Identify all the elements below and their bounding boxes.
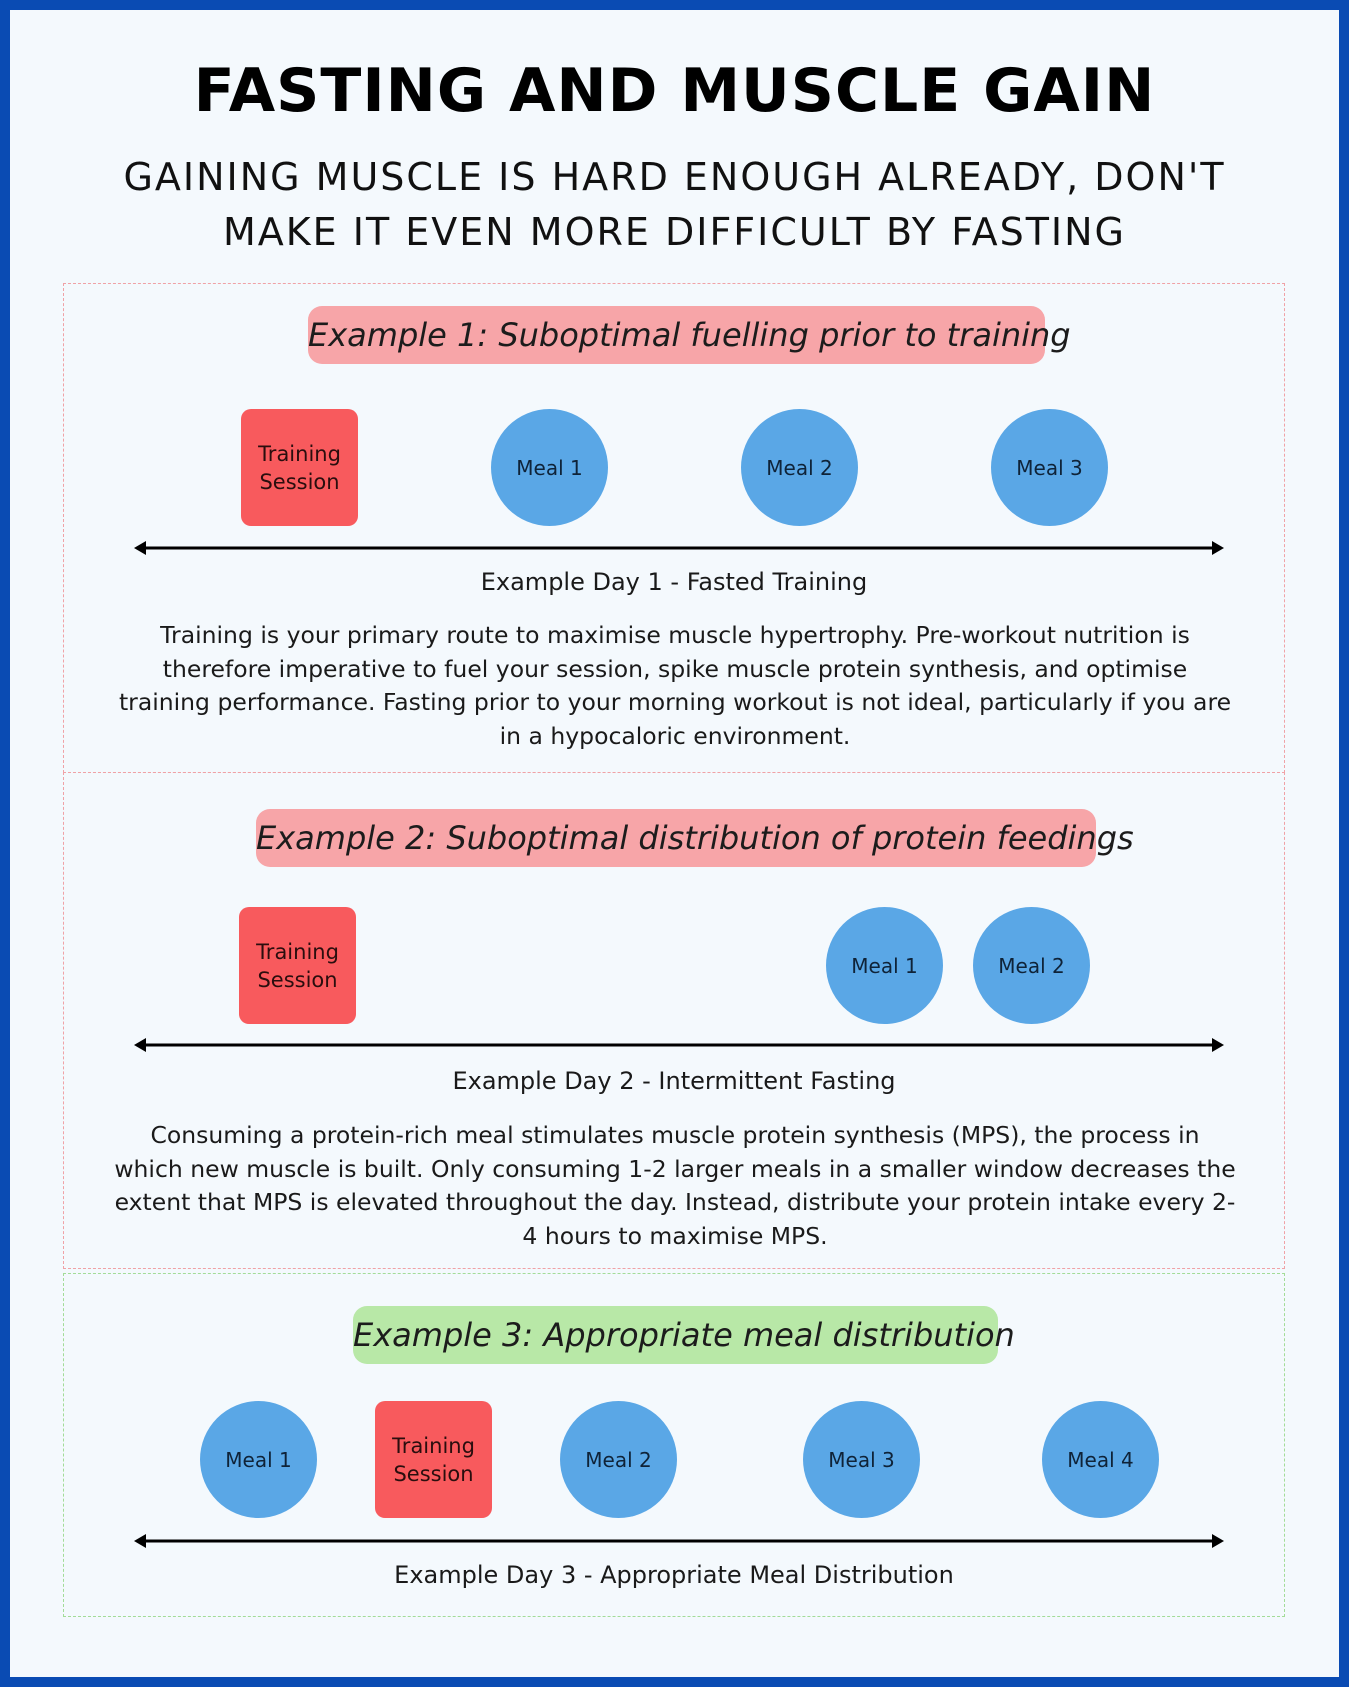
meal-4-circle: Meal 4 — [1042, 1401, 1159, 1518]
training-session-block: Training Session — [239, 907, 356, 1024]
page-title: FASTING AND MUSCLE GAIN — [193, 56, 1156, 126]
meal-2-circle: Meal 2 — [973, 907, 1090, 1024]
example-1-caption: Example Day 1 - Fasted Training — [480, 568, 868, 596]
meal-2-circle: Meal 2 — [560, 1401, 677, 1518]
meal-2-circle: Meal 2 — [741, 409, 858, 526]
training-session-block: Training Session — [241, 409, 358, 526]
training-session-label: Training Session — [392, 1433, 475, 1486]
example-3-panel: Example 3: Appropriate meal distribution… — [63, 1273, 1285, 1617]
example-3-heading: Example 3: Appropriate meal distribution — [353, 1306, 1015, 1364]
example-1-description: Training is your primary route to maximi… — [118, 621, 1232, 750]
subtitle-line-1: GAINING MUSCLE IS HARD ENOUGH ALREADY, D… — [123, 155, 1226, 199]
training-session-label: Training Session — [258, 441, 341, 494]
infographic-page: FASTING AND MUSCLE GAIN GAINING MUSCLE I… — [10, 10, 1339, 1677]
example-3-caption: Example Day 3 - Appropriate Meal Distrib… — [394, 1561, 954, 1589]
example-1-heading: Example 1: Suboptimal fuelling prior to … — [308, 306, 1071, 364]
timeline-axis — [134, 1534, 1224, 1548]
meal-1-circle: Meal 1 — [491, 409, 608, 526]
example-2-caption: Example Day 2 - Intermittent Fasting — [452, 1067, 896, 1095]
page-subtitle: GAINING MUSCLE IS HARD ENOUGH ALREADY, D… — [10, 150, 1339, 260]
example-2-panel: Example 2: Suboptimal distribution of pr… — [63, 772, 1285, 1269]
training-session-label: Training Session — [256, 939, 339, 992]
meal-1-circle: Meal 1 — [826, 907, 943, 1024]
subtitle-line-2: MAKE IT EVEN MORE DIFFICULT BY FASTING — [222, 210, 1127, 254]
example-2-description: Consuming a protein-rich meal stimulates… — [114, 1121, 1236, 1250]
timeline-axis — [134, 541, 1224, 555]
timeline-axis — [134, 1038, 1224, 1052]
training-session-block: Training Session — [375, 1401, 492, 1518]
meal-3-circle: Meal 3 — [991, 409, 1108, 526]
meal-3-circle: Meal 3 — [803, 1401, 920, 1518]
meal-1-circle: Meal 1 — [200, 1401, 317, 1518]
example-2-heading: Example 2: Suboptimal distribution of pr… — [256, 809, 1134, 867]
example-1-panel: Example 1: Suboptimal fuelling prior to … — [63, 283, 1285, 773]
